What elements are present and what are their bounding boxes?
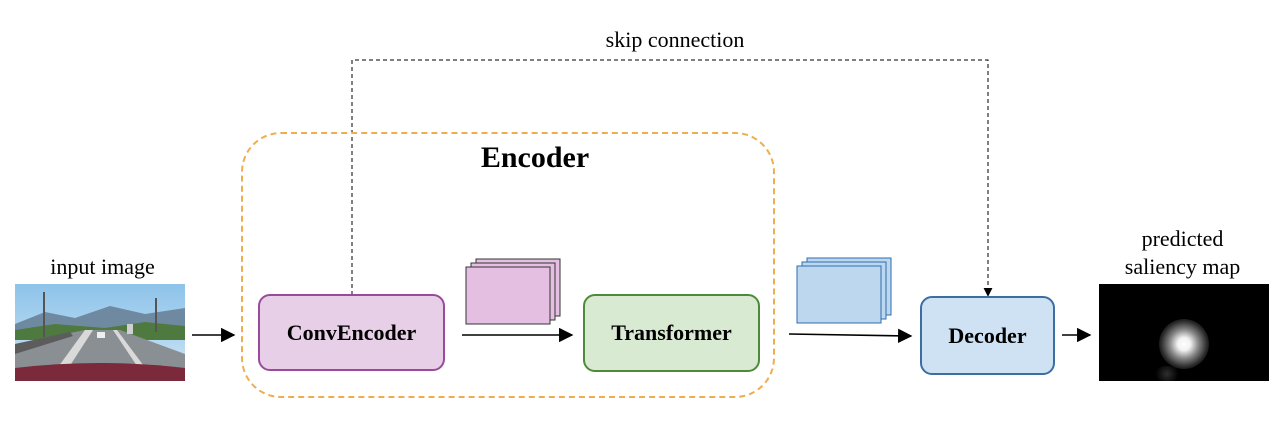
input-road-photo — [15, 284, 185, 381]
skip-connection-line — [351, 59, 993, 297]
encoder-group-frame — [241, 132, 775, 398]
encoder-title: Encoder — [480, 141, 590, 174]
feature-maps-purple-stack — [465, 258, 561, 325]
input-image-label: input image — [50, 254, 155, 279]
decoder-block: Decoder — [920, 296, 1055, 375]
transformer-block: Transformer — [583, 294, 760, 372]
conv-encoder-block: ConvEncoder — [258, 294, 445, 371]
saliency-faint-spot — [1154, 366, 1180, 381]
skip-connection-label: skip connection — [605, 27, 745, 52]
predicted-label-line2: saliency map — [1124, 254, 1241, 279]
feature-maps-blue-stack — [796, 257, 892, 324]
predicted-label-line1: predicted — [1141, 226, 1224, 251]
saliency-hotspot — [1159, 319, 1209, 369]
arrow-transformer-to-decoder — [788, 328, 913, 343]
saliency-map-image — [1099, 284, 1269, 381]
